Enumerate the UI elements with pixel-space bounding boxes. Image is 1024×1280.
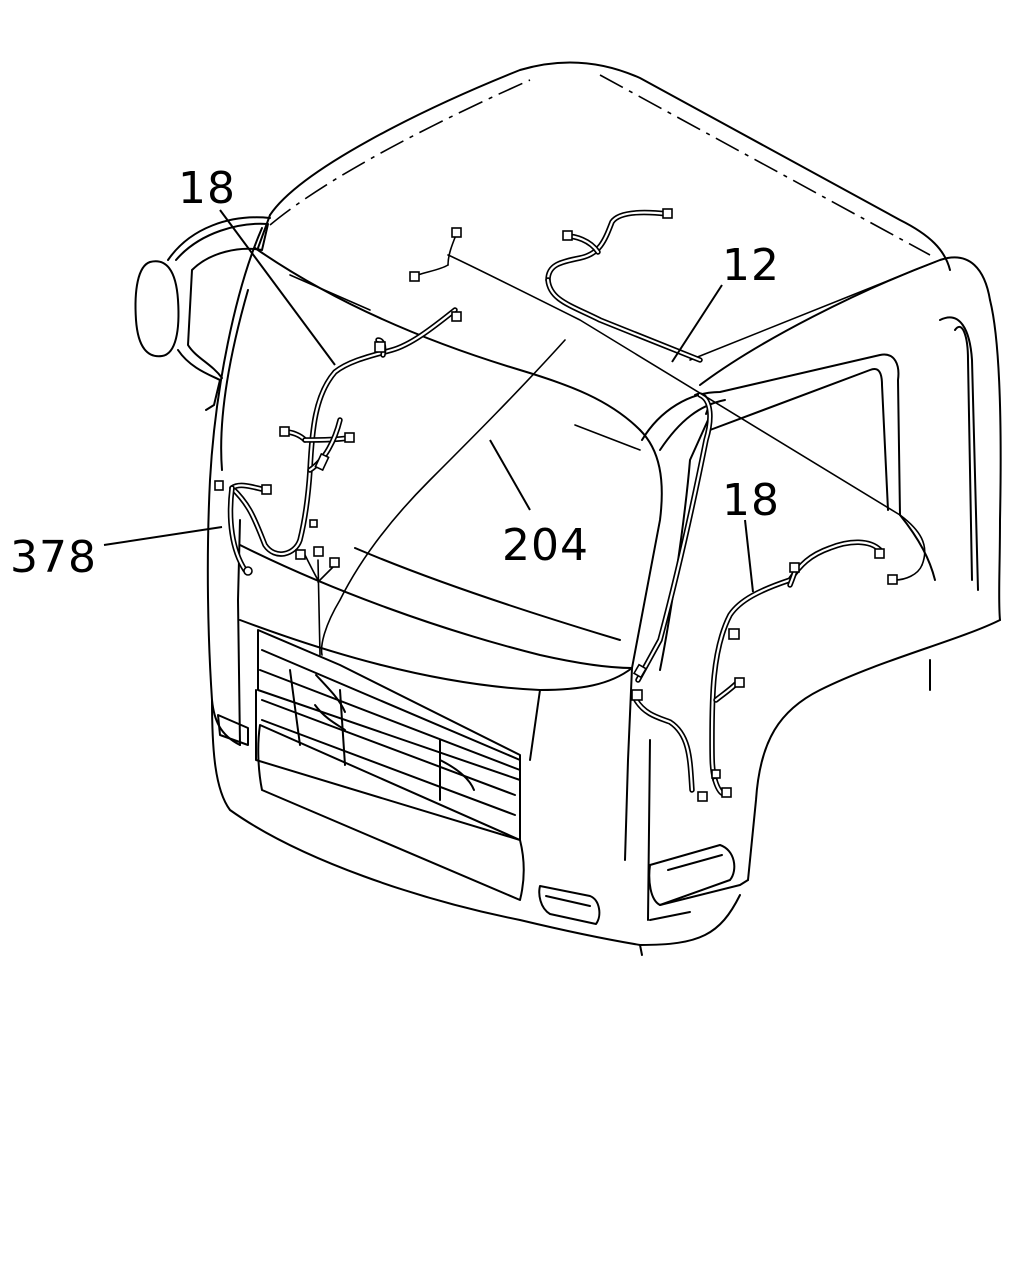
grille xyxy=(255,629,521,841)
connector-box xyxy=(711,769,721,779)
connector-box xyxy=(562,230,573,241)
bumper xyxy=(211,699,749,956)
callout-12: 12 xyxy=(722,240,780,291)
leader-line-18-right xyxy=(744,519,754,593)
leader-line-12 xyxy=(671,284,723,363)
callouts: 18 12 18 204 378 xyxy=(10,163,780,583)
callout-18-right: 18 xyxy=(722,475,780,526)
connector-box xyxy=(451,311,462,322)
connector-box xyxy=(314,452,330,472)
connector-box xyxy=(344,432,355,443)
connector-box xyxy=(309,519,318,528)
connector-box xyxy=(734,677,745,688)
connector-box xyxy=(214,480,224,491)
connector-box xyxy=(329,557,340,568)
connector-box xyxy=(243,566,253,576)
connector-box xyxy=(874,548,885,559)
door-right xyxy=(641,299,1002,881)
windshield xyxy=(239,247,663,669)
connector-box xyxy=(451,227,462,238)
connector-box xyxy=(662,208,673,219)
connector-box xyxy=(261,484,272,495)
leader-line-378 xyxy=(103,526,223,546)
connector-box xyxy=(789,562,800,573)
connector-box xyxy=(279,426,290,437)
connector-box xyxy=(728,628,740,640)
connector-box xyxy=(887,574,898,585)
callout-18-left: 18 xyxy=(178,163,236,214)
connectors xyxy=(214,208,898,802)
connector-box xyxy=(631,689,643,701)
connector-box xyxy=(313,546,324,557)
connector-box xyxy=(697,791,708,802)
callout-378: 378 xyxy=(10,532,97,583)
connector-box xyxy=(632,663,648,679)
leader-line-18-left xyxy=(219,209,336,366)
connector-box xyxy=(295,549,306,560)
leader-lines xyxy=(103,209,754,593)
mirror-left xyxy=(134,216,271,411)
leader-line-204 xyxy=(489,439,531,511)
cab-roof xyxy=(257,61,991,386)
connector-box xyxy=(374,341,386,353)
harness-204-windshield xyxy=(304,234,926,656)
connector-box xyxy=(409,271,420,282)
harness-18-left xyxy=(227,307,458,573)
front-panel xyxy=(239,619,651,921)
connector-box xyxy=(721,787,732,798)
callout-204: 204 xyxy=(502,520,589,571)
